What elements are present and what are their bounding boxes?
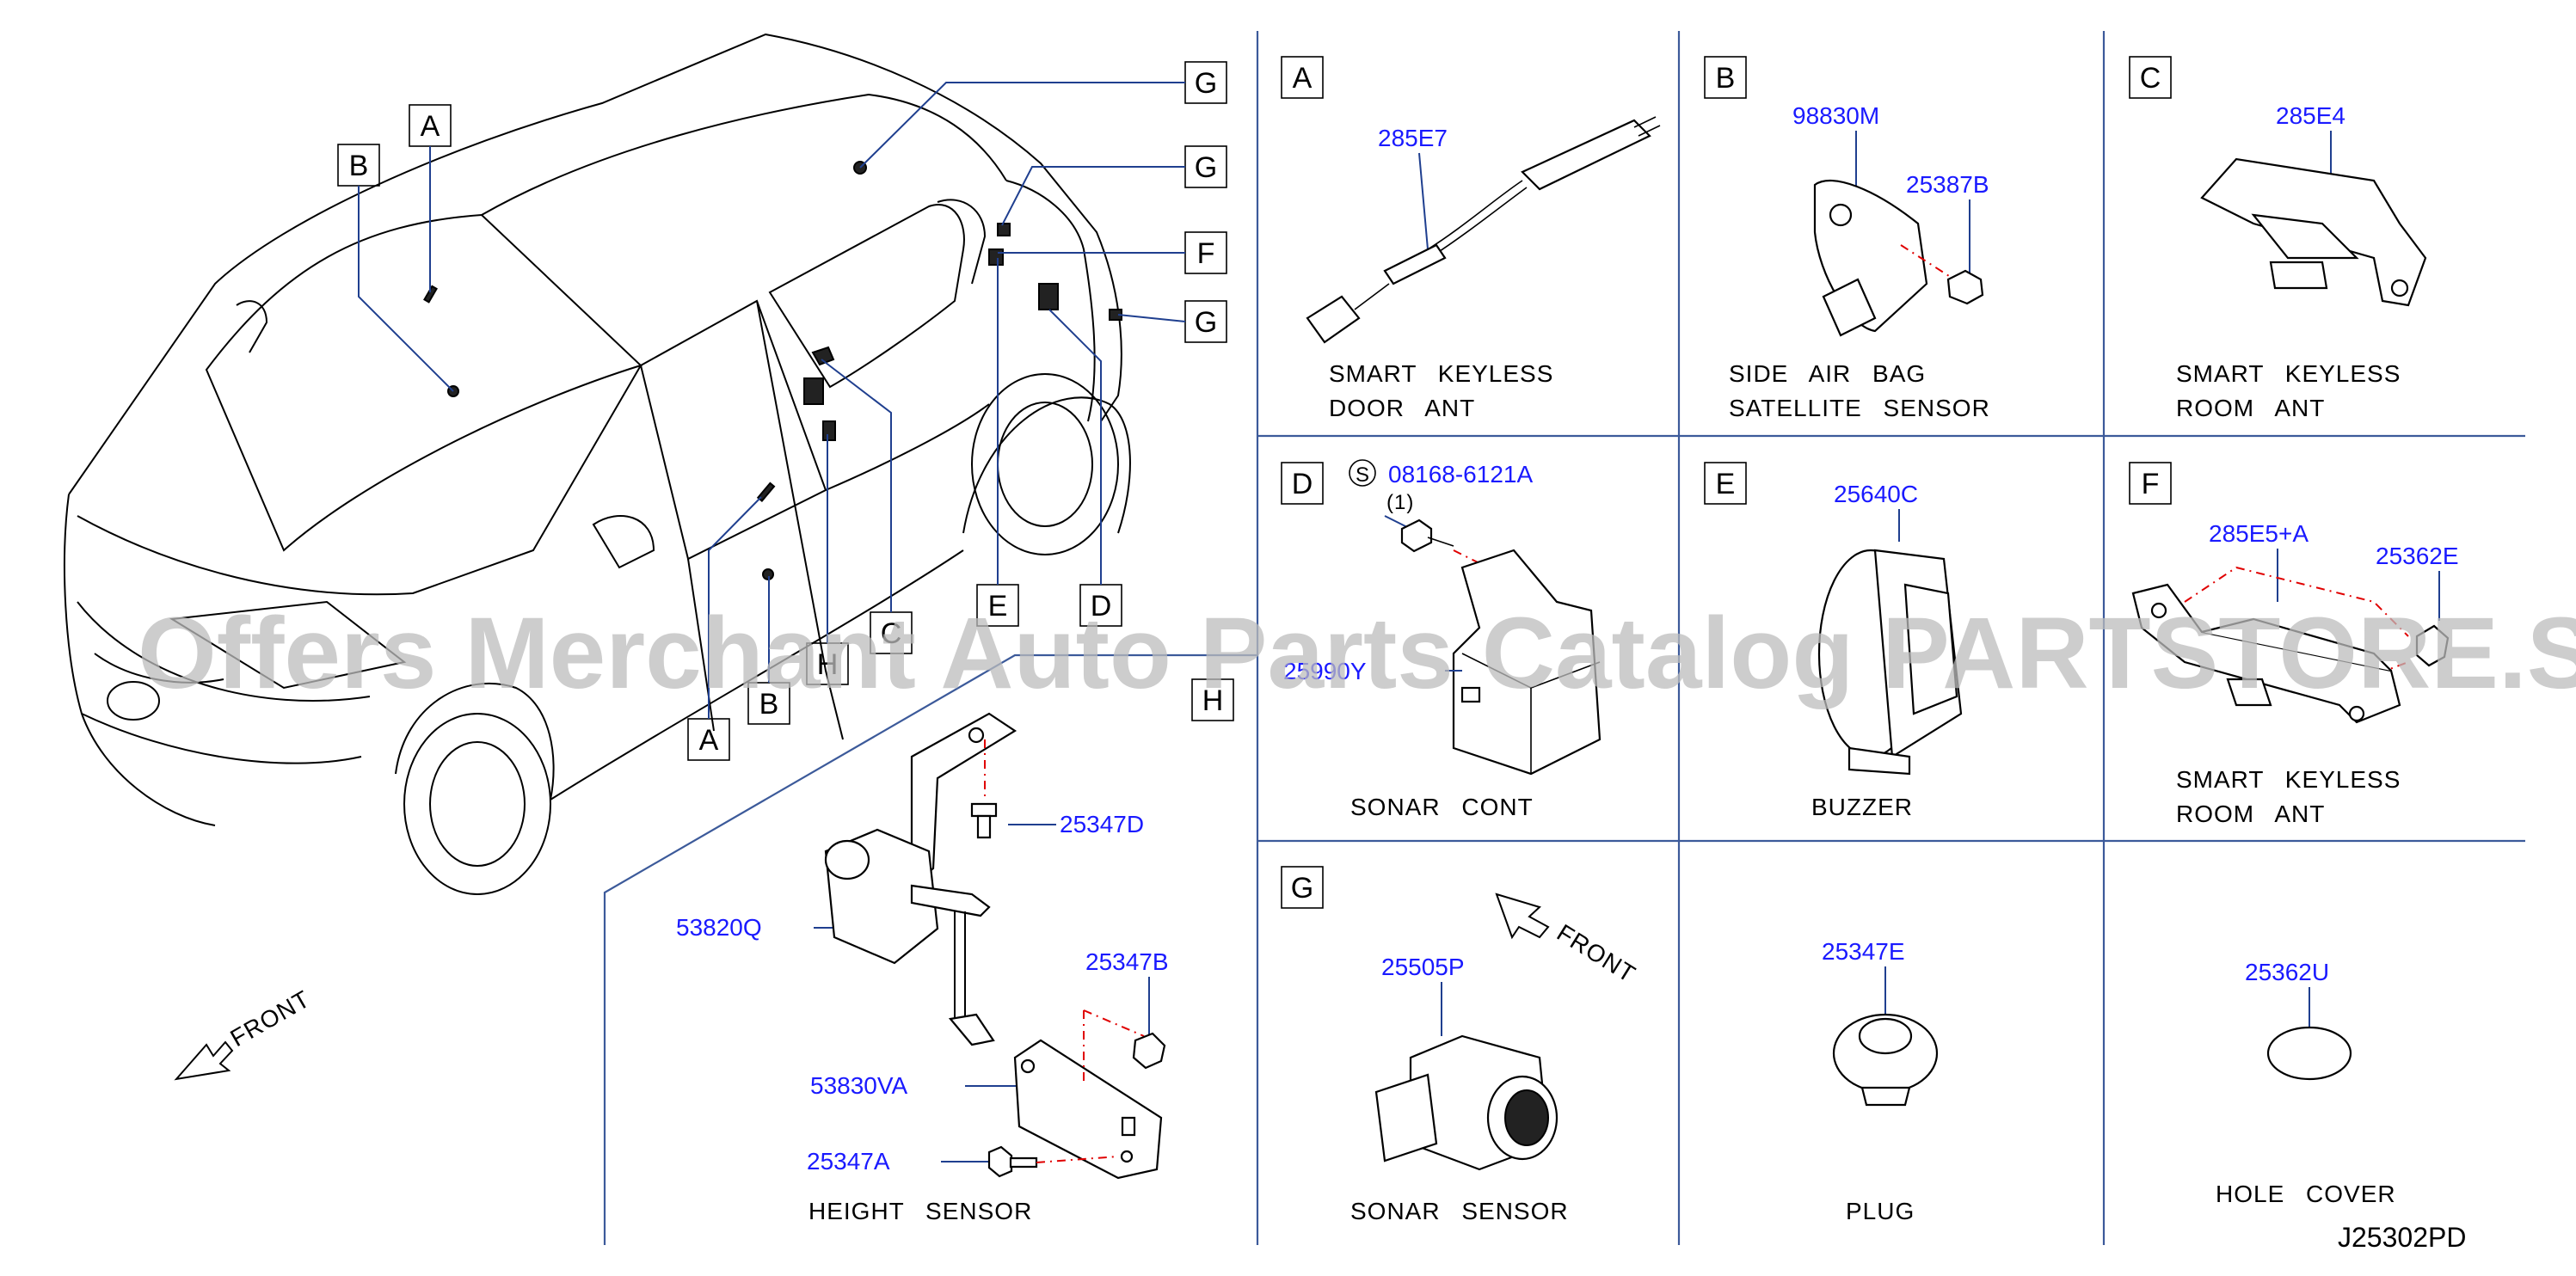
panel-e-letter: E [1716,468,1736,500]
panel-c: C 285E4 SMART KEYLESS ROOM ANT [2129,56,2427,421]
callout-h-1: H [817,648,839,681]
callout-h-2: H [1202,684,1224,717]
panel-d-qty: (1) [1386,491,1414,514]
panel-f-part-1: 285E5+A [2209,520,2309,547]
panel-a-caption-2: DOOR ANT [1329,395,1475,421]
panel-a-part: 285E7 [1378,125,1448,151]
diagram-code: J25302PD [2338,1222,2466,1253]
panel-h-part-2: 53820Q [676,914,762,941]
panel-d-letter: D [1292,468,1313,500]
plug-part: 25347E [1822,938,1905,965]
panel-b-caption-1: SIDE AIR BAG [1729,360,1926,387]
panel-b-part-1: 98830M [1792,102,1879,129]
panel-g-letter: G [1291,872,1313,905]
panel-f-part-2: 25362E [2376,543,2459,569]
panel-f-letter: F [2142,468,2160,500]
panel-grid [603,31,2525,1245]
panel-g-part: 25505P [1381,954,1465,980]
hole-cover-caption: HOLE COVER [2216,1181,2396,1207]
panel-e-caption-1: BUZZER [1811,794,1913,820]
callout-e: E [988,590,1008,623]
callout-g-2: G [1195,151,1217,184]
panel-b-letter: B [1716,62,1736,95]
panel-d-part-1: 08168-6121A [1388,461,1533,488]
panel-c-caption-1: SMART KEYLESS [2176,360,2401,387]
panel-e-part: 25640C [1834,481,1918,507]
panel-e: E 25640C BUZZER [1704,462,1963,820]
panel-h-part-3: 25347B [1085,948,1169,975]
callout-c: C [881,617,902,650]
hole-cover-part: 25362U [2245,959,2329,985]
panel-d-part-2: 25990Y [1283,658,1367,684]
front-arrow-main: FRONT [174,985,315,1081]
panel-h: 25347D 53820Q 25347B 53830VA 25347A [676,712,1169,1224]
callout-b-2: B [759,688,779,721]
vehicle-outline [64,33,1131,895]
front-label-main: FRONT [226,985,315,1052]
callout-a-2: A [699,724,719,757]
panel-hole-cover: 25362U HOLE COVER [2216,959,2396,1207]
panel-f-caption-2: ROOM ANT [2176,801,2325,827]
panel-c-part: 285E4 [2276,102,2345,129]
panel-b-part-2: 25387B [1906,171,1989,198]
panel-d-caption-1: SONAR CONT [1350,794,1534,820]
callout-g-1: G [1195,67,1217,100]
panel-a-caption-1: SMART KEYLESS [1329,360,1553,387]
panel-g-caption-1: SONAR SENSOR [1350,1198,1569,1224]
panel-c-letter: C [2140,62,2161,95]
panel-d: D S 08168-6121A (1) 25990Y SONAR CONT [1281,459,1602,820]
callout-f: F [1197,237,1215,270]
panel-f: F 285E5+A 25362E SMART KEYLESS ROOM ANT [2129,462,2459,827]
vehicle-callouts: G G F G A B C E D H [337,61,1234,761]
panel-a: A 285E7 SMART KEYLESS DOOR ANT [1281,56,1661,421]
panel-g-front: FRONT [1552,919,1640,988]
watermark: Offers Merchant Auto Parts Catalog PARTS… [138,597,2576,710]
panel-h-part-1: 25347D [1060,811,1144,837]
panel-h-part-4: 53830VA [810,1072,907,1099]
panel-c-caption-2: ROOM ANT [2176,395,2325,421]
callout-a-1: A [421,110,440,143]
plug-caption: PLUG [1846,1198,1915,1224]
panel-h-part-5: 25347A [807,1148,890,1175]
callout-b-1: B [349,150,369,182]
panel-f-caption-1: SMART KEYLESS [2176,766,2401,793]
panel-plug: 25347E PLUG [1822,938,1939,1224]
panel-h-caption: HEIGHT SENSOR [808,1198,1032,1224]
callout-box-h-2 [1191,678,1234,721]
callout-g-3: G [1195,306,1217,339]
panel-b: B 98830M 25387B SIDE AIR BAG SATELLITE S… [1704,56,1990,421]
panel-b-caption-2: SATELLITE SENSOR [1729,395,1990,421]
panel-g: G FRONT 25505P SONAR SENSOR [1281,866,1640,1224]
panel-a-letter: A [1293,62,1313,95]
panel-d-screw-symbol: S [1356,463,1369,487]
callout-d: D [1091,590,1112,623]
